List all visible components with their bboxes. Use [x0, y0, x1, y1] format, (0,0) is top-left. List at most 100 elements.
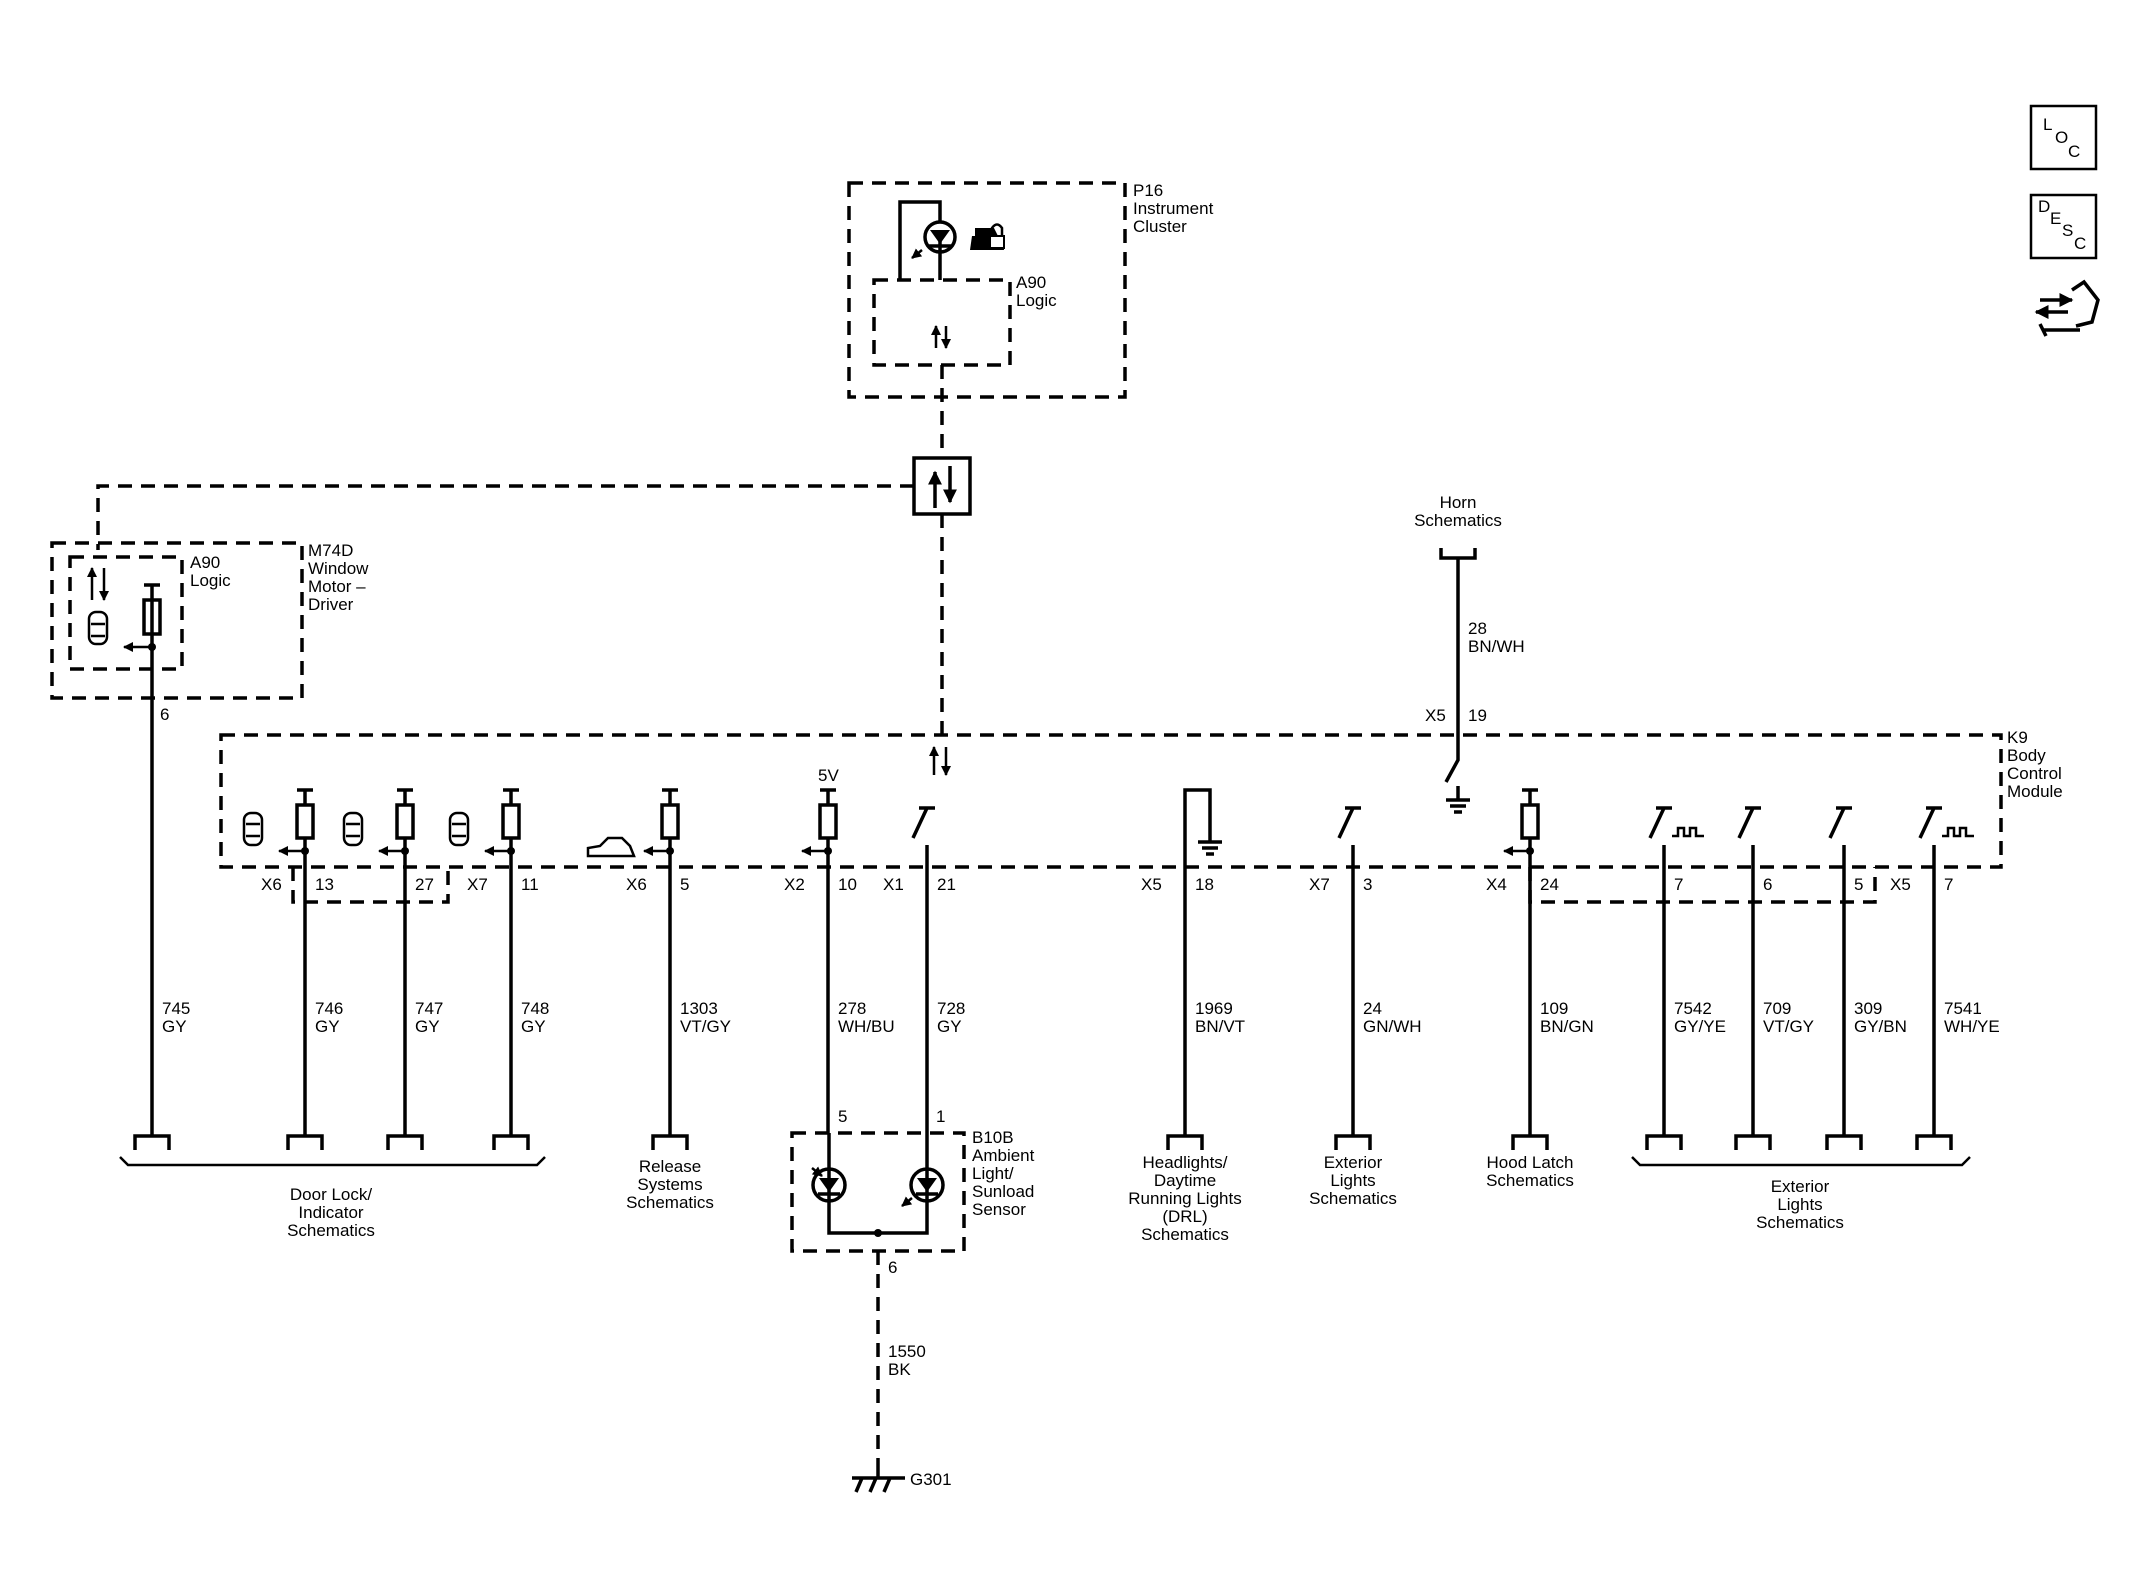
destination-label: Hood Latch: [1487, 1153, 1574, 1172]
svg-text:L: L: [2043, 115, 2052, 134]
k9-pin-label: 7: [1674, 875, 1683, 894]
circuit-labels: 745GY746GY747GY748GY1303VT/GY278WH/BU728…: [150, 740, 2000, 1136]
destination-label: Schematics: [1486, 1171, 1574, 1190]
horn-color: BN/WH: [1468, 637, 1525, 656]
k9-internal-circuits: [242, 788, 1974, 867]
circuit-number: 7542: [1674, 999, 1712, 1018]
k9-circuit-4: [586, 788, 680, 867]
m74d-pin: 6: [160, 705, 169, 724]
destination-label: Door Lock/: [290, 1185, 372, 1204]
circuit-color: GY: [521, 1017, 546, 1036]
destination-label: Schematics: [1309, 1189, 1397, 1208]
trunk-ajar-icon: [586, 836, 636, 858]
serial-data-splice: [912, 456, 972, 516]
terminal: [1645, 1134, 1683, 1150]
circuit-number: 278: [838, 999, 866, 1018]
circuit-color: GN/WH: [1363, 1017, 1422, 1036]
svg-text:C: C: [2074, 234, 2086, 253]
terminal: [1166, 1134, 1204, 1150]
k9-five-volt: 5V: [818, 766, 839, 785]
destination-label: Exterior: [1324, 1153, 1383, 1172]
circuit-number: 728: [937, 999, 965, 1018]
ground-circuit: 1550: [888, 1342, 926, 1361]
svg-text:D: D: [2038, 197, 2050, 216]
k9-circuit-13: [1918, 806, 1974, 867]
p16-name: Instrument: [1133, 199, 1214, 218]
k9-pin-label: 24: [1540, 875, 1559, 894]
terminal: [386, 1134, 424, 1150]
k9-body-control-module: K9 Body Control Module 5V: [219, 728, 2063, 904]
horn-label-1: Horn: [1440, 493, 1477, 512]
destination-label: Schematics: [1141, 1225, 1229, 1244]
m74d-name-3: Driver: [308, 595, 354, 614]
circuit-color: GY: [315, 1017, 340, 1036]
circuit-number: 748: [521, 999, 549, 1018]
k9-pin-label: 5: [1854, 875, 1863, 894]
m74d-window-motor: A90 Logic M74D Window Motor – Driver 6: [50, 541, 369, 740]
k9-circuit-9: [1503, 788, 1540, 867]
p16-name-2: Cluster: [1133, 217, 1187, 236]
k9-circuit-12: [1828, 806, 1852, 867]
circuit-number: 1303: [680, 999, 718, 1018]
k9-connector-label: X5: [1890, 875, 1911, 894]
circuit-color: BN/GN: [1540, 1017, 1594, 1036]
b10b-name-2: Light/: [972, 1164, 1014, 1183]
destination-label: Schematics: [1756, 1213, 1844, 1232]
p16-ref: P16: [1133, 181, 1163, 200]
terminal: [1334, 1134, 1372, 1150]
b10b-name-3: Sunload: [972, 1182, 1034, 1201]
k9-name-3: Module: [2007, 782, 2063, 801]
door-ajar-icon: [342, 811, 364, 847]
desc-button[interactable]: D E S C: [2029, 193, 2098, 260]
terminal: [492, 1134, 530, 1150]
destination-label: Running Lights: [1128, 1189, 1241, 1208]
svg-text:E: E: [2050, 209, 2061, 228]
k9-circuit-10: [1648, 806, 1704, 867]
ground-icon: [852, 1462, 905, 1493]
destination-label: Lights: [1777, 1195, 1822, 1214]
destination-label: Headlights/: [1142, 1153, 1227, 1172]
svg-text:O: O: [2055, 128, 2068, 147]
k9-circuit-11: [1737, 806, 1761, 867]
k9-circuit-3: [448, 788, 521, 867]
k9-circuit-5: [801, 788, 838, 867]
horn-circuit: 28: [1468, 619, 1487, 638]
b10b-name-4: Sensor: [972, 1200, 1026, 1219]
k9-circuit-2: [342, 788, 415, 867]
horn-schematics-link[interactable]: Horn Schematics: [1414, 493, 1502, 560]
ground-ref: G301: [910, 1470, 952, 1489]
k9-circuit-6: [911, 806, 935, 867]
destination-label: Lights: [1330, 1171, 1375, 1190]
destination-label: Release: [639, 1157, 701, 1176]
k9-pin-label: 21: [937, 875, 956, 894]
b10b-pin-right: 1: [936, 1107, 945, 1126]
destination-label: Schematics: [626, 1193, 714, 1212]
p16-data-arrows-icon: [931, 325, 951, 349]
circuit-number: 747: [415, 999, 443, 1018]
circuit-color: VT/GY: [1763, 1017, 1814, 1036]
circuit-number: 709: [1763, 999, 1791, 1018]
loc-button[interactable]: L O C: [2029, 104, 2098, 171]
destination-label: Daytime: [1154, 1171, 1216, 1190]
svg-text:S: S: [2062, 221, 2073, 240]
p16-logic-ref: A90: [1016, 273, 1046, 292]
b10b-ambient-light-sensor: B10B Ambient Light/ Sunload Sensor 5 1 6: [790, 1107, 1035, 1277]
connector-repair-icon[interactable]: [2034, 279, 2100, 337]
k9-connector-label: X5: [1141, 875, 1162, 894]
m74d-logic-ref: A90: [190, 553, 220, 572]
k9-circuit-8: [1337, 806, 1361, 867]
k9-ref: K9: [2007, 728, 2028, 747]
p16-logic-label: Logic: [1016, 291, 1057, 310]
k9-pin-label: 27: [415, 875, 434, 894]
k9-connector-label: X7: [467, 875, 488, 894]
b10b-name: Ambient: [972, 1146, 1035, 1165]
k9-name-2: Control: [2007, 764, 2062, 783]
k9-connector-label: X2: [784, 875, 805, 894]
